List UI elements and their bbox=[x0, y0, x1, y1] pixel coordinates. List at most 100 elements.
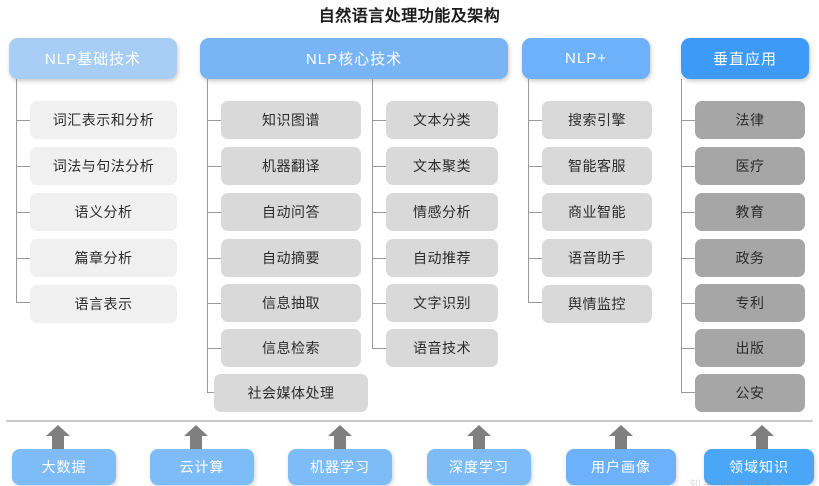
header-nlp-basic[interactable]: NLP基础技术 bbox=[9, 38, 177, 79]
leaf-label: 情感分析 bbox=[413, 204, 471, 220]
leaf-item[interactable]: 商业智能 bbox=[542, 193, 652, 231]
leaf-item[interactable]: 自动摘要 bbox=[221, 239, 361, 277]
header-label: NLP基础技术 bbox=[44, 51, 142, 68]
foundation-item-user-profile[interactable]: 用户画像 bbox=[566, 449, 676, 485]
header-nlp-core[interactable]: NLP核心技术 bbox=[200, 38, 508, 79]
leaf-label: 语言表示 bbox=[74, 296, 133, 312]
foundation-item-ml[interactable]: 机器学习 bbox=[288, 449, 392, 485]
leaf-label: 医疗 bbox=[735, 158, 765, 174]
leaf-item[interactable]: 文本聚类 bbox=[386, 147, 498, 185]
leaf-item[interactable]: 舆情监控 bbox=[542, 285, 652, 323]
leaf-item[interactable]: 语音助手 bbox=[542, 239, 652, 277]
leaf-item[interactable]: 自动推荐 bbox=[386, 239, 498, 277]
leaf-item[interactable]: 出版 bbox=[695, 329, 805, 367]
leaf-item[interactable]: 机器翻译 bbox=[221, 147, 361, 185]
leaf-label: 词法与句法分析 bbox=[52, 158, 155, 174]
connector-spine-nlp-plus bbox=[528, 79, 529, 302]
leaf-item[interactable]: 医疗 bbox=[695, 147, 805, 185]
foundation-item-cloud[interactable]: 云计算 bbox=[150, 449, 254, 485]
connector-branch bbox=[207, 120, 221, 121]
connector-spine-nlp-core-a bbox=[207, 79, 208, 392]
leaf-item[interactable]: 专利 bbox=[695, 284, 805, 322]
header-vertical-app[interactable]: 垂直应用 bbox=[681, 38, 809, 79]
leaf-item[interactable]: 知识图谱 bbox=[221, 101, 361, 139]
leaf-label: 舆情监控 bbox=[568, 296, 626, 312]
connector-branch bbox=[16, 258, 30, 259]
header-nlp-plus[interactable]: NLP+ bbox=[522, 38, 650, 79]
connector-branch bbox=[372, 212, 386, 213]
leaf-item[interactable]: 自动问答 bbox=[221, 193, 361, 231]
leaf-item[interactable]: 公安 bbox=[695, 374, 805, 412]
arrow-up-icon bbox=[609, 425, 633, 449]
connector-branch bbox=[681, 303, 695, 304]
connector-branch bbox=[681, 258, 695, 259]
leaf-item[interactable]: 语音技术 bbox=[386, 329, 498, 367]
leaf-label: 商业智能 bbox=[568, 204, 626, 220]
foundation-item-bigdata[interactable]: 大数据 bbox=[12, 449, 116, 485]
arrow-up-icon bbox=[184, 425, 208, 449]
connector-branch bbox=[681, 212, 695, 213]
connector-branch bbox=[16, 212, 30, 213]
leaf-label: 信息检索 bbox=[262, 340, 320, 356]
connector-spine-nlp-core-b bbox=[372, 79, 373, 348]
leaf-item[interactable]: 词法与句法分析 bbox=[30, 147, 177, 185]
foundation-label: 云计算 bbox=[179, 459, 225, 475]
connector-branch bbox=[16, 166, 30, 167]
connector-branch bbox=[372, 166, 386, 167]
leaf-label: 文本分类 bbox=[413, 112, 471, 128]
leaf-label: 机器翻译 bbox=[262, 158, 320, 174]
foundation-item-dl[interactable]: 深度学习 bbox=[427, 449, 531, 485]
leaf-item[interactable]: 政务 bbox=[695, 239, 805, 277]
header-label: 垂直应用 bbox=[712, 51, 777, 68]
foundation-label: 深度学习 bbox=[449, 459, 509, 475]
leaf-item[interactable]: 法律 bbox=[695, 101, 805, 139]
leaf-item[interactable]: 搜索引擎 bbox=[542, 101, 652, 139]
leaf-label: 专利 bbox=[735, 295, 765, 311]
leaf-item[interactable]: 篇章分析 bbox=[30, 239, 177, 277]
connector-branch bbox=[372, 303, 386, 304]
foundation-label: 领域知识 bbox=[729, 459, 789, 475]
leaf-item[interactable]: 语言表示 bbox=[30, 285, 177, 323]
leaf-item[interactable]: 信息检索 bbox=[221, 329, 361, 367]
leaf-label: 词汇表示和分析 bbox=[52, 112, 155, 128]
header-label: NLP+ bbox=[565, 50, 607, 67]
connector-branch bbox=[528, 302, 542, 303]
connector-branch bbox=[207, 212, 221, 213]
foundation-item-domain-knowledge[interactable]: 领域知识 bbox=[704, 449, 814, 485]
connector-branch bbox=[528, 120, 542, 121]
leaf-label: 智能客服 bbox=[568, 158, 626, 174]
connector-branch bbox=[372, 258, 386, 259]
leaf-label: 社会媒体处理 bbox=[247, 385, 335, 401]
leaf-item[interactable]: 智能客服 bbox=[542, 147, 652, 185]
connector-spine-vertical-app bbox=[681, 79, 682, 392]
leaf-item[interactable]: 社会媒体处理 bbox=[214, 374, 368, 412]
leaf-item[interactable]: 文本分类 bbox=[386, 101, 498, 139]
connector-branch bbox=[372, 348, 386, 349]
connector-branch bbox=[528, 166, 542, 167]
watermark: 知乎 @智能语义 bbox=[690, 479, 787, 486]
leaf-item[interactable]: 文字识别 bbox=[386, 284, 498, 322]
connector-branch bbox=[681, 120, 695, 121]
leaf-label: 法律 bbox=[735, 112, 765, 128]
foundation-label: 大数据 bbox=[41, 459, 87, 475]
leaf-item[interactable]: 教育 bbox=[695, 193, 805, 231]
arrow-up-icon bbox=[328, 425, 352, 449]
leaf-label: 语音助手 bbox=[568, 250, 626, 266]
leaf-label: 文字识别 bbox=[413, 295, 471, 311]
leaf-item[interactable]: 信息抽取 bbox=[221, 284, 361, 322]
leaf-label: 信息抽取 bbox=[262, 295, 320, 311]
leaf-label: 篇章分析 bbox=[74, 250, 133, 266]
leaf-item[interactable]: 语义分析 bbox=[30, 193, 177, 231]
connector-branch bbox=[16, 302, 30, 303]
connector-branch bbox=[207, 258, 221, 259]
connector-branch bbox=[681, 392, 695, 393]
leaf-item[interactable]: 情感分析 bbox=[386, 193, 498, 231]
connector-branch bbox=[528, 212, 542, 213]
connector-branch bbox=[207, 166, 221, 167]
foundation-label: 机器学习 bbox=[310, 459, 370, 475]
connector-branch bbox=[207, 303, 221, 304]
connector-branch bbox=[528, 258, 542, 259]
foundation-label: 用户画像 bbox=[591, 459, 651, 475]
leaf-item[interactable]: 词汇表示和分析 bbox=[30, 101, 177, 139]
